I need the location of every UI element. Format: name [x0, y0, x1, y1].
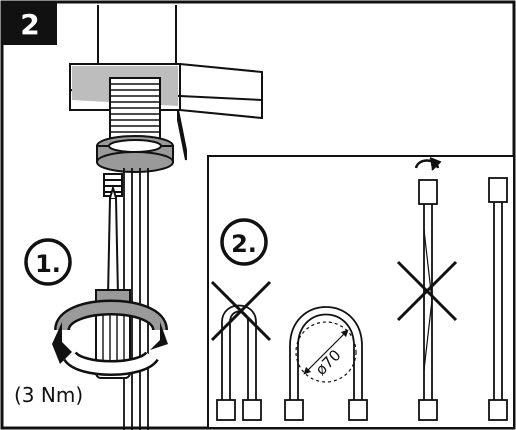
rotation-arrow [52, 299, 168, 376]
callout-1-label: 1. [35, 250, 61, 278]
callout-2: 2. [220, 218, 268, 266]
callout-2-label: 2. [231, 230, 257, 258]
cross-mark-2 [396, 260, 458, 322]
hose-wide-bend [284, 306, 368, 421]
inset-panel [207, 155, 515, 429]
callout-1: 1. [24, 238, 72, 286]
hose-straight [488, 177, 508, 421]
step-number: 2 [20, 8, 39, 41]
torque-label: (3 Nm) [14, 383, 83, 407]
faucet-assembly [69, 5, 263, 430]
hose-twisted [414, 157, 442, 421]
cross-mark-1 [210, 280, 272, 342]
screwdriver [95, 184, 131, 379]
step-badge: 2 [3, 3, 57, 45]
